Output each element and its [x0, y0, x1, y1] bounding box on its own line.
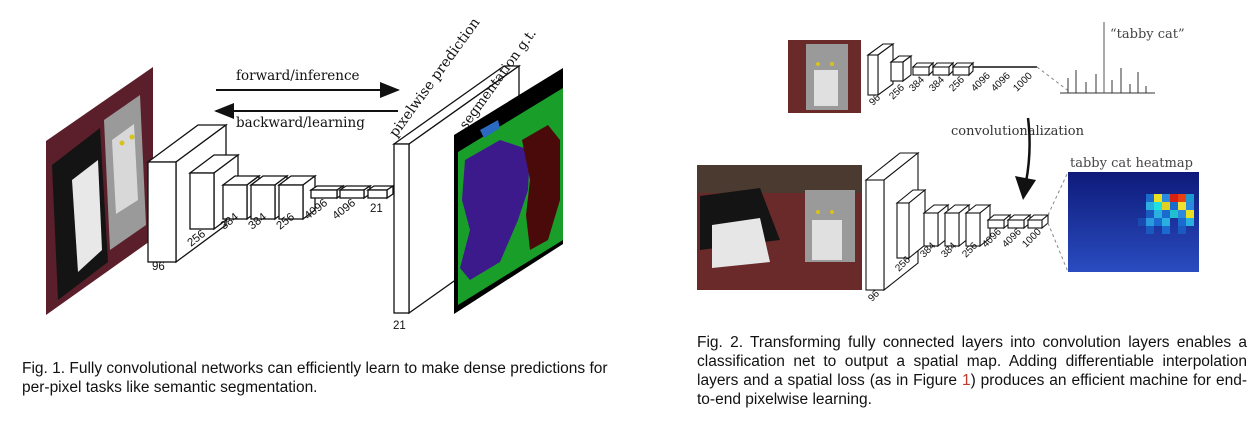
fig2-bottom-label-1000: 1000 — [1020, 226, 1044, 250]
fig1-caption: Fig. 1. Fully convolutional networks can… — [22, 359, 622, 397]
fig2-top-label-256b: 256 — [947, 74, 967, 94]
fig2-top-photo — [788, 40, 861, 113]
fig2-top-label-384b: 384 — [927, 74, 947, 94]
tabby-cat-label: “tabby cat” — [1110, 27, 1185, 42]
fig2-top-label-1000: 1000 — [1011, 70, 1035, 94]
fig2-caption: Fig. 2. Transforming fully connected lay… — [697, 333, 1247, 409]
backward-label: backward/learning — [236, 115, 365, 131]
convolutionalization-label: convolutionalization — [951, 124, 1085, 139]
convolutionalization-arrow — [1015, 117, 1036, 200]
fig2-caption-prefix: Fig. 2. Transforming fully connected lay… — [697, 334, 1247, 389]
fig2-top-label-4096b: 4096 — [989, 70, 1013, 94]
fig2-top-label-384a: 384 — [907, 74, 927, 94]
fig2-bottom-layers — [864, 151, 1050, 292]
fig2-class-scores — [1060, 22, 1155, 94]
fig1-layer-blocks — [146, 123, 396, 264]
fig1-label-4096b: 4096 — [330, 197, 358, 222]
fig1-label-21b: 21 — [393, 320, 406, 332]
fig2-diagram: 96 256 384 384 256 4096 4096 1000 “tabby… — [697, 22, 1199, 304]
fig2-bottom-label-96: 96 — [866, 288, 882, 304]
fig2-bottom-label-4096b: 4096 — [1000, 226, 1024, 250]
fig1-caption-text: Fig. 1. Fully convolutional networks can… — [22, 360, 608, 396]
fig2-bottom-photo — [697, 165, 862, 290]
tabby-cat-heatmap — [1068, 172, 1199, 272]
fig2-top-layers — [866, 42, 975, 97]
fig1-segmentation-gt — [454, 68, 563, 314]
fig2-top-fc-dash — [1036, 66, 1071, 93]
forward-label: forward/inference — [236, 68, 360, 84]
fig1-input-photo — [46, 67, 153, 315]
fig1-label-96: 96 — [152, 261, 165, 273]
fig2-caption-ref-link[interactable]: 1 — [961, 372, 971, 389]
fig2-bottom-dashes — [1047, 171, 1069, 273]
fig1-diagram: forward/inference backward/learning pixe… — [46, 15, 563, 332]
fig2-caption-suffix: ) produces an efficient machine for end-… — [697, 372, 1247, 408]
heatmap-label: tabby cat heatmap — [1070, 156, 1193, 171]
fig1-label-21a: 21 — [370, 203, 383, 215]
fig2-top-label-4096a: 4096 — [969, 70, 993, 94]
